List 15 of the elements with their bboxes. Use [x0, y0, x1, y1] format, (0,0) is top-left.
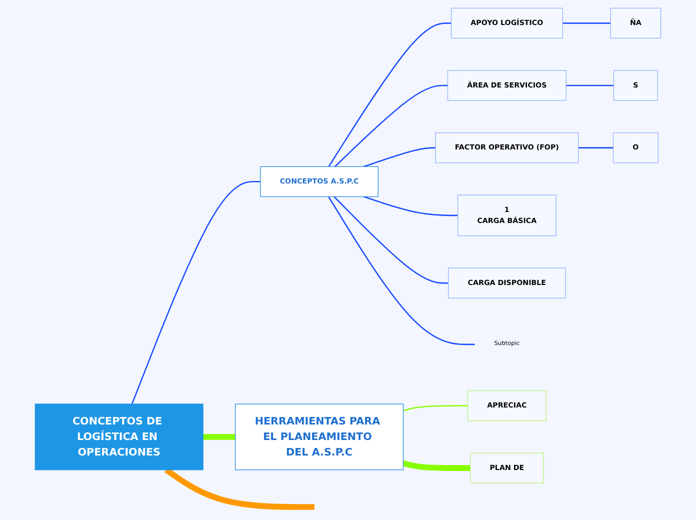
connector	[364, 147, 436, 168]
connector	[131, 180, 260, 404]
connector	[334, 84, 448, 168]
node-box: CONCEPTOS DE LOGÍSTICA EN OPERACIONES	[34, 404, 204, 470]
connector	[578, 147, 614, 148]
node-box: HERRAMIENTAS PARA EL PLANEAMIENTO DEL A.S.P.C	[235, 404, 404, 470]
connector	[202, 434, 236, 440]
connector	[562, 22, 611, 24]
connector	[566, 84, 614, 86]
connector	[328, 196, 475, 346]
connector	[328, 22, 452, 167]
connector	[402, 460, 470, 471]
connector	[364, 196, 458, 216]
connector	[403, 405, 468, 412]
connector	[334, 196, 448, 284]
